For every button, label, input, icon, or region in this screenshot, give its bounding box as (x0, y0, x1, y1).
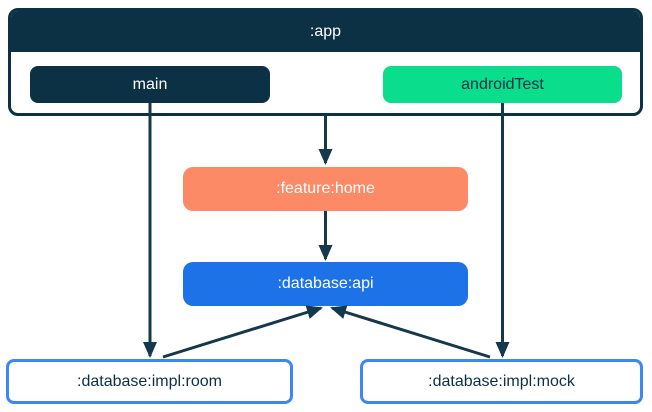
edge-database-impl-mock-to-database-api (330, 305, 491, 359)
node-database-impl-mock-label: :database:impl:mock (428, 372, 575, 390)
app-module-header: :app (11, 11, 640, 52)
node-database-impl-room-label: :database:impl:room (77, 372, 222, 390)
source-set-androidtest: androidTest (383, 66, 622, 103)
app-module-label: :app (309, 22, 342, 40)
node-feature-home: :feature:home (183, 167, 468, 211)
node-database-impl-mock: :database:impl:mock (360, 359, 643, 404)
source-set-main-label: main (132, 75, 168, 93)
edge-database-impl-room-to-database-api (162, 305, 323, 359)
node-feature-home-label: :feature:home (276, 180, 375, 197)
node-database-api: :database:api (183, 262, 468, 306)
source-set-androidtest-label: androidTest (461, 75, 544, 93)
node-database-api-label: :database:api (277, 275, 374, 292)
source-set-main: main (30, 66, 270, 103)
node-database-impl-room: :database:impl:room (6, 359, 293, 404)
